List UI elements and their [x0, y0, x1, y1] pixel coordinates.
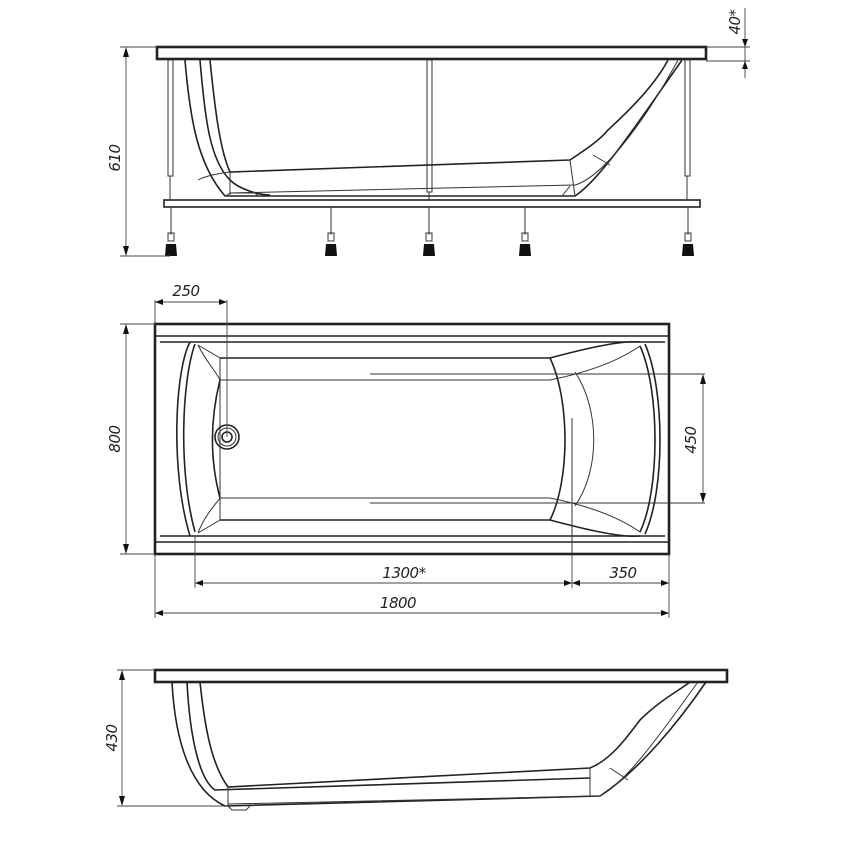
front-view-bare: 430	[103, 668, 729, 811]
dim-label-610: 610	[106, 144, 124, 171]
frame-legs	[167, 59, 691, 200]
dim-label-250: 250	[172, 282, 199, 300]
dimension-40: 40*	[706, 8, 750, 78]
dimension-450: 450	[682, 374, 706, 503]
dim-label-40: 40*	[726, 8, 744, 34]
dim-label-350: 350	[609, 564, 636, 582]
dimension-430: 430	[103, 669, 228, 807]
dimension-800: 800	[106, 323, 155, 555]
dimension-610: 610	[106, 46, 170, 257]
dim-label-1800: 1800	[380, 594, 416, 612]
dimension-250: 250	[154, 282, 228, 437]
dim-label-430: 430	[103, 724, 121, 751]
front-view-with-frame: 610 40*	[106, 8, 750, 257]
adjustable-feet	[165, 207, 694, 256]
rim	[155, 45, 708, 61]
dim-label-1300: 1300*	[382, 564, 426, 582]
dim-label-450: 450	[682, 426, 700, 453]
top-view: 250 800 450 130	[106, 282, 706, 618]
dim-label-800: 800	[106, 425, 124, 452]
dimension-lengths: 1300* 350 1800	[154, 536, 670, 618]
